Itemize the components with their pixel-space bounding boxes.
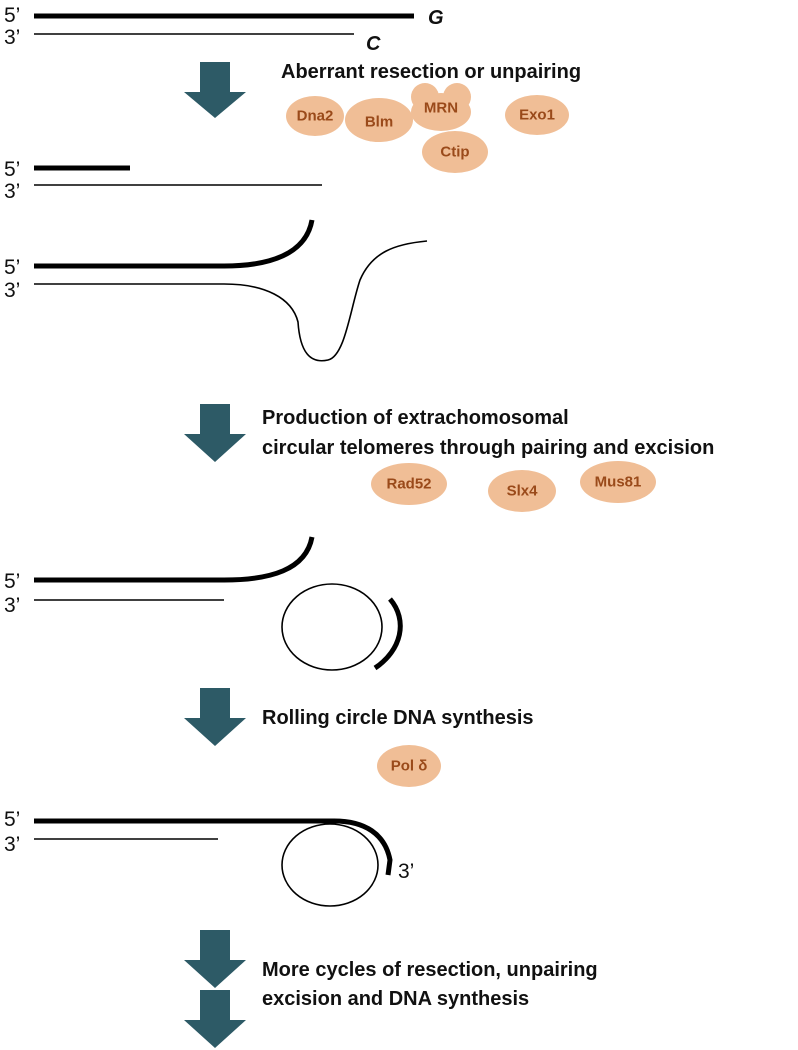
three-prime-label: 3’: [4, 180, 20, 203]
five-prime-label: 5’: [4, 4, 20, 27]
protein-rad52: Rad52: [371, 463, 447, 505]
protein-label-dna2: Dna2: [297, 108, 334, 125]
g-strand-unpaired: [34, 219, 315, 269]
step-4-text-line1: More cycles of resection, unpairing: [262, 959, 598, 981]
protein-label-slx4: Slx4: [507, 483, 539, 500]
protein-label-mrn: MRN: [424, 100, 458, 117]
step-1-text: Aberrant resection or unpairing: [281, 61, 581, 83]
protein-ctip: Ctip: [422, 131, 488, 173]
three-prime-label: 3’: [4, 26, 20, 49]
stage-rolling-circle: 5’ 3’ 3’: [4, 808, 414, 907]
extrachromosomal-circle: [281, 583, 383, 671]
down-arrow-icon: [184, 930, 246, 988]
down-arrow-icon: [184, 990, 246, 1048]
protein-label-exo1: Exo1: [519, 107, 555, 124]
step-4-text-line2: excision and DNA synthesis: [262, 988, 529, 1010]
protein-exo1: Exo1: [505, 95, 569, 135]
stage-excised-circle: 5’ 3’: [4, 536, 403, 671]
protein-label-mus81: Mus81: [595, 474, 642, 491]
five-prime-label: 5’: [4, 256, 20, 279]
template-circle: [281, 823, 379, 907]
step-2-text-line2: circular telomeres through pairing and e…: [262, 437, 714, 459]
protein-label-pol-delta: Pol δ: [391, 758, 428, 775]
g-strand-fragment: [373, 597, 403, 671]
down-arrow-icon: [184, 62, 246, 118]
protein-slx4: Slx4: [488, 470, 556, 512]
five-prime-label: 5’: [4, 570, 20, 593]
protein-pol-delta: Pol δ: [377, 745, 441, 787]
protein-label-ctip: Ctip: [440, 144, 469, 161]
protein-blm: Blm: [345, 98, 413, 142]
protein-label-blm: Blm: [365, 114, 393, 131]
stage-resected-duplex: 5’ 3’: [4, 158, 322, 203]
g-strand-label: G: [428, 7, 444, 29]
five-prime-label: 5’: [4, 808, 20, 831]
down-arrow-icon: [184, 404, 246, 462]
step-3-text: Rolling circle DNA synthesis: [262, 707, 534, 729]
protein-mrn: MRN: [411, 83, 471, 131]
three-prime-label: 3’: [4, 594, 20, 617]
three-prime-label: 3’: [4, 279, 20, 302]
three-prime-label: 3’: [398, 860, 414, 883]
five-prime-label: 5’: [4, 158, 20, 181]
stage-unpaired-fork: 5’ 3’: [4, 219, 428, 362]
stage-intact-duplex: 5’ 3’ G C: [4, 4, 444, 55]
c-strand-loop: [34, 240, 428, 362]
step-2-text-line1: Production of extrachomosomal: [262, 407, 569, 429]
protein-label-rad52: Rad52: [386, 476, 431, 493]
g-strand-unpaired: [34, 536, 315, 583]
c-strand-label: C: [366, 33, 381, 55]
protein-mus81: Mus81: [580, 461, 656, 503]
extended-g-strand: [34, 818, 393, 876]
protein-dna2: Dna2: [286, 96, 344, 136]
three-prime-label: 3’: [4, 833, 20, 856]
down-arrow-icon: [184, 688, 246, 746]
